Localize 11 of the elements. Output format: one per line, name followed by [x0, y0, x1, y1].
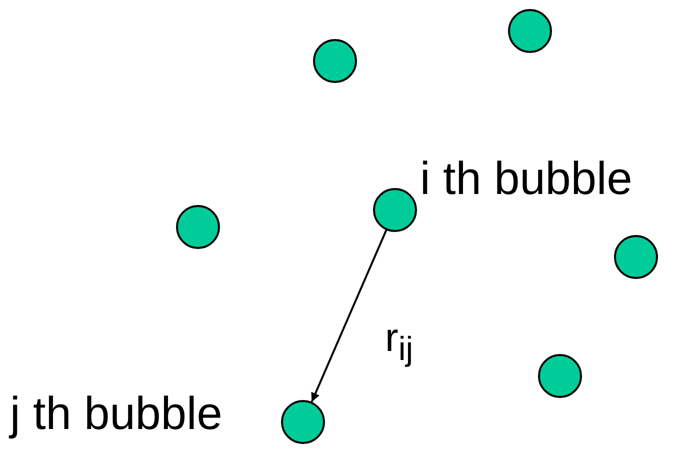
bubble-label: j th bubble: [10, 390, 222, 436]
bubble-circle: [538, 354, 582, 398]
bubble-circle: [508, 9, 552, 53]
bubble-circle: [176, 205, 220, 249]
arrow: [310, 230, 388, 402]
bubble-circle: [614, 235, 658, 279]
bubble-circle: [373, 188, 417, 232]
bubble-circle: [313, 39, 357, 83]
bubble-circle: [281, 400, 325, 444]
bubble-label: i th bubble: [420, 155, 632, 201]
edge-label: r$_{ij}$: [385, 318, 414, 366]
